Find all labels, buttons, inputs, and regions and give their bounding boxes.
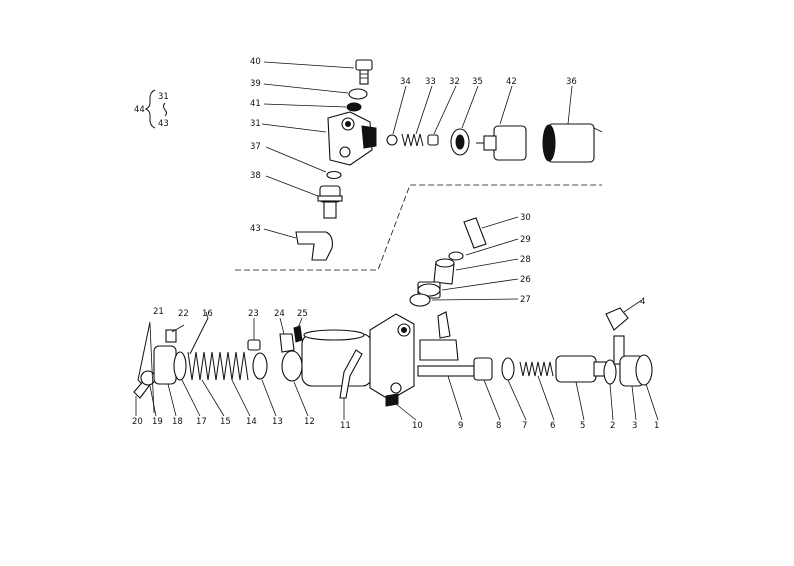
callout-21: 21 <box>153 307 164 317</box>
callout-1: 1 <box>654 421 659 431</box>
part-24-clip <box>279 333 295 353</box>
callout-42: 42 <box>506 77 517 87</box>
part-40-bolt <box>355 59 373 85</box>
callout-25: 25 <box>297 309 308 319</box>
part-8-spring-seat <box>473 357 493 381</box>
callout-43: 43 <box>250 224 261 234</box>
part-34-ball <box>386 134 398 146</box>
callout-8: 8 <box>496 421 501 431</box>
part-38-connector <box>317 185 343 219</box>
part-35-gear <box>450 128 470 156</box>
part-27-seat <box>409 293 431 307</box>
part-1-2-3-fitting <box>603 335 653 387</box>
part-41-ring <box>346 102 362 112</box>
callout-12: 12 <box>304 417 315 427</box>
callout-31: 31 <box>250 119 261 129</box>
curly-brace-left <box>144 89 156 129</box>
part-42-piston <box>476 125 527 161</box>
callout-6: 6 <box>550 421 555 431</box>
part-33-spring <box>401 133 424 147</box>
part-28-valve <box>433 258 455 285</box>
part-7-ring <box>501 357 515 381</box>
callout-30: 30 <box>520 213 531 223</box>
callout-20: 20 <box>132 417 143 427</box>
group-bracket: 44 31 43 <box>134 89 169 129</box>
part-31-housing <box>327 111 377 166</box>
callout-16: 16 <box>202 309 213 319</box>
part-13-ring <box>252 352 268 380</box>
bottom-leader-lines <box>135 375 659 421</box>
callout-35: 35 <box>472 77 483 87</box>
part-12-collar <box>281 350 303 382</box>
part-6-spring <box>519 361 554 377</box>
part-16-rod <box>189 317 209 355</box>
callout-2: 2 <box>610 421 615 431</box>
callout-39: 39 <box>250 79 261 89</box>
group-member-top: 31 <box>158 92 169 102</box>
part-18-adjuster <box>153 345 177 385</box>
callout-41: 41 <box>250 99 261 109</box>
callout-4: 4 <box>640 297 645 307</box>
part-25-clip <box>293 325 303 343</box>
part-11-lever <box>339 349 363 399</box>
part-14-15-spring <box>187 351 249 381</box>
part-5-plunger <box>555 355 609 383</box>
callout-28: 28 <box>520 255 531 265</box>
callout-3: 3 <box>632 421 637 431</box>
upper-assembly <box>295 59 603 261</box>
callout-27: 27 <box>520 295 531 305</box>
callout-17: 17 <box>196 417 207 427</box>
callout-24: 24 <box>274 309 285 319</box>
callout-29: 29 <box>520 235 531 245</box>
group-member-bottom: 43 <box>158 119 169 129</box>
part-22-screw <box>165 329 177 343</box>
section-divider-line <box>235 184 602 271</box>
callout-33: 33 <box>425 77 436 87</box>
callout-23: 23 <box>248 309 259 319</box>
main-governor-body <box>301 313 415 401</box>
leader-lines <box>149 61 643 414</box>
part-39-washer <box>348 88 368 100</box>
callout-26: 26 <box>520 275 531 285</box>
part-23-cap <box>247 339 261 351</box>
callout-11: 11 <box>340 421 351 431</box>
callout-18: 18 <box>172 417 183 427</box>
callout-34: 34 <box>400 77 411 87</box>
callout-10: 10 <box>412 421 423 431</box>
part-43-elbow <box>295 231 333 261</box>
part-36-cylinder <box>542 123 603 163</box>
callout-14: 14 <box>246 417 257 427</box>
callout-labels: 40 39 41 31 37 38 43 34 33 32 35 42 36 3… <box>132 57 659 431</box>
callout-40: 40 <box>250 57 261 67</box>
mid-assembly <box>409 217 487 307</box>
part-29-ring <box>448 251 464 261</box>
callout-37: 37 <box>250 142 261 152</box>
part-4-cap <box>605 307 629 331</box>
part-9-shaft <box>417 365 475 377</box>
part-10-flange <box>385 393 399 407</box>
lower-assembly <box>133 307 653 407</box>
part-37-washer <box>326 170 342 180</box>
callout-32: 32 <box>449 77 460 87</box>
part-30-pin <box>463 217 487 249</box>
part-17-ring <box>173 351 187 381</box>
body-nozzle <box>419 311 459 361</box>
curly-brace-mid <box>163 102 167 117</box>
callout-38: 38 <box>250 171 261 181</box>
callout-5: 5 <box>580 421 585 431</box>
callout-19: 19 <box>152 417 163 427</box>
callout-13: 13 <box>272 417 283 427</box>
callout-9: 9 <box>458 421 463 431</box>
part-32-seat <box>427 134 439 146</box>
group-label: 44 <box>134 105 145 115</box>
callout-22: 22 <box>178 309 189 319</box>
callout-7: 7 <box>522 421 527 431</box>
callout-15: 15 <box>220 417 231 427</box>
callout-36: 36 <box>566 77 577 87</box>
